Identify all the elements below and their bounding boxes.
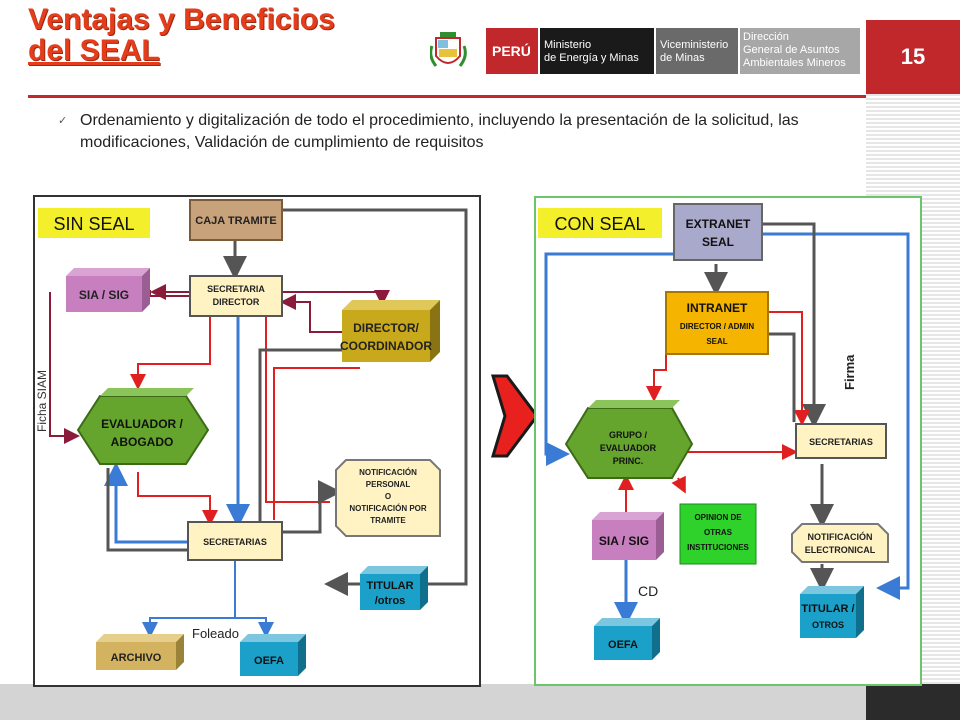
tag-sin-seal <box>38 208 150 238</box>
svg-text:INSTITUCIONES: INSTITUCIONES <box>687 543 749 552</box>
box-sia-sig: SIA / SIG <box>66 268 150 312</box>
svg-text:/otros: /otros <box>375 595 406 607</box>
svg-text:EVALUADOR: EVALUADOR <box>600 443 657 453</box>
svg-text:DIRECTOR: DIRECTOR <box>213 297 260 307</box>
svg-text:SIA / SIG: SIA / SIG <box>599 534 649 548</box>
box-titular-otros: TITULAR /otros <box>360 566 428 610</box>
vice-line-2: de Minas <box>660 52 705 64</box>
box-opinion-instituciones: OPINION DE OTRAS INSTITUCIONES <box>679 503 757 565</box>
diagram-sin-seal: SIN SEAL CAJA TRAMITE SECRETARIA DIRECTO… <box>33 195 481 687</box>
box-evaluador-abogado: EVALUADOR / ABOGADO <box>76 388 210 465</box>
svg-text:ELECTRONICAL: ELECTRONICAL <box>805 545 876 555</box>
dir-line-3: Ambientales Mineros <box>743 57 846 69</box>
svg-text:PRINC.: PRINC. <box>613 456 644 466</box>
box-director-coordinador: DIRECTOR/ COORDINADOR <box>340 300 440 362</box>
government-logo-bar: PERÚ Ministerio de Energía y Minas Vicem… <box>430 28 860 74</box>
peru-logo-text: PERÚ <box>492 42 531 59</box>
svg-text:OEFA: OEFA <box>608 639 638 651</box>
bullet-text: Ordenamiento y digitalización de todo el… <box>80 112 799 151</box>
box-archivo: ARCHIVO <box>96 634 184 670</box>
svg-text:DIRECTOR/: DIRECTOR/ <box>353 321 419 335</box>
svg-text:O: O <box>385 492 391 501</box>
slide-title: Ventajas y Beneficios del SEAL <box>28 4 408 66</box>
dir-line-1: Dirección <box>743 31 789 43</box>
box-sia-sig: SIA / SIG <box>592 512 664 560</box>
footer-bar <box>0 684 866 720</box>
svg-text:SECRETARIAS: SECRETARIAS <box>203 537 267 547</box>
title-line-1: Ventajas y Beneficios <box>28 3 335 36</box>
svg-text:COORDINADOR: COORDINADOR <box>340 339 432 353</box>
box-notificacion-electronica: NOTIFICACIÓN ELECTRONICAL <box>791 523 889 563</box>
tag-con-seal <box>538 208 662 238</box>
footer-corner <box>866 684 960 720</box>
title-line-2: del SEAL <box>28 34 160 67</box>
svg-text:DIRECTOR / ADMIN: DIRECTOR / ADMIN <box>680 322 754 331</box>
svg-text:PERSONAL: PERSONAL <box>366 480 411 489</box>
svg-text:OEFA: OEFA <box>254 655 284 667</box>
header-divider <box>28 95 866 98</box>
box-grupo-evaluador: GRUPO / EVALUADOR PRINC. <box>564 400 694 479</box>
svg-text:SECRETARIA: SECRETARIA <box>207 284 265 294</box>
svg-text:OPINION DE: OPINION DE <box>694 513 742 522</box>
page-number: 15 <box>866 20 960 94</box>
svg-text:SIA / SIG: SIA / SIG <box>79 288 129 302</box>
svg-text:NOTIFICACIÓN: NOTIFICACIÓN <box>359 468 417 477</box>
svg-text:SEAL: SEAL <box>706 337 727 346</box>
box-notificacion: NOTIFICACIÓN PERSONAL O NOTIFICACIÓN POR… <box>335 459 441 537</box>
vice-line-1: Viceministerio <box>660 39 728 51</box>
ministry-line-1: Ministerio <box>544 39 591 51</box>
svg-text:EXTRANET: EXTRANET <box>686 217 751 231</box>
label-foleado: Foleado <box>192 626 239 641</box>
svg-text:TITULAR: TITULAR <box>366 580 413 592</box>
svg-text:TITULAR /: TITULAR / <box>801 603 854 615</box>
svg-text:OTROS: OTROS <box>812 620 844 630</box>
dir-line-2: General de Asuntos <box>743 44 840 56</box>
box-secretaria-director: SECRETARIA DIRECTOR <box>189 275 283 317</box>
box-oefa: OEFA <box>594 618 660 660</box>
svg-text:GRUPO /: GRUPO / <box>609 430 648 440</box>
tag-con-seal-label: CON SEAL <box>554 214 645 234</box>
label-ficha-siam: Ficha SIAM <box>35 370 49 432</box>
box-intranet: INTRANET DIRECTOR / ADMIN SEAL <box>665 291 769 355</box>
svg-text:EVALUADOR /: EVALUADOR / <box>101 417 183 431</box>
tag-sin-seal-label: SIN SEAL <box>53 214 134 234</box>
box-titular-otros: TITULAR / OTROS <box>800 586 864 638</box>
svg-text:CAJA TRAMITE: CAJA TRAMITE <box>195 215 276 227</box>
box-oefa: OEFA <box>240 634 306 676</box>
checkmark-icon: ✓ <box>58 114 68 127</box>
svg-text:ARCHIVO: ARCHIVO <box>111 652 162 664</box>
label-cd: CD <box>638 583 658 599</box>
svg-text:NOTIFICACIÓN POR: NOTIFICACIÓN POR <box>349 504 427 513</box>
ministry-line-2: de Energía y Minas <box>544 52 639 64</box>
svg-text:SECRETARIAS: SECRETARIAS <box>809 437 873 447</box>
svg-text:INTRANET: INTRANET <box>687 301 748 315</box>
peru-coat-of-arms-icon <box>430 32 467 67</box>
svg-text:OTRAS: OTRAS <box>704 528 733 537</box>
box-caja-tramite: CAJA TRAMITE <box>189 199 283 241</box>
svg-text:TRAMITE: TRAMITE <box>370 516 406 525</box>
svg-text:NOTIFICACIÓN: NOTIFICACIÓN <box>808 531 873 542</box>
svg-text:SEAL: SEAL <box>702 235 734 249</box>
diagram-con-seal: CON SEAL Firma EXTRANET SEAL INTRANET DI… <box>534 196 922 686</box>
box-secretarias: SECRETARIAS <box>795 423 887 459</box>
box-extranet-seal: EXTRANET SEAL <box>673 203 763 261</box>
svg-text:ABOGADO: ABOGADO <box>111 435 174 449</box>
transition-arrow-icon <box>490 374 539 458</box>
label-firma: Firma <box>842 354 857 390</box>
box-secretarias: SECRETARIAS <box>187 521 283 561</box>
